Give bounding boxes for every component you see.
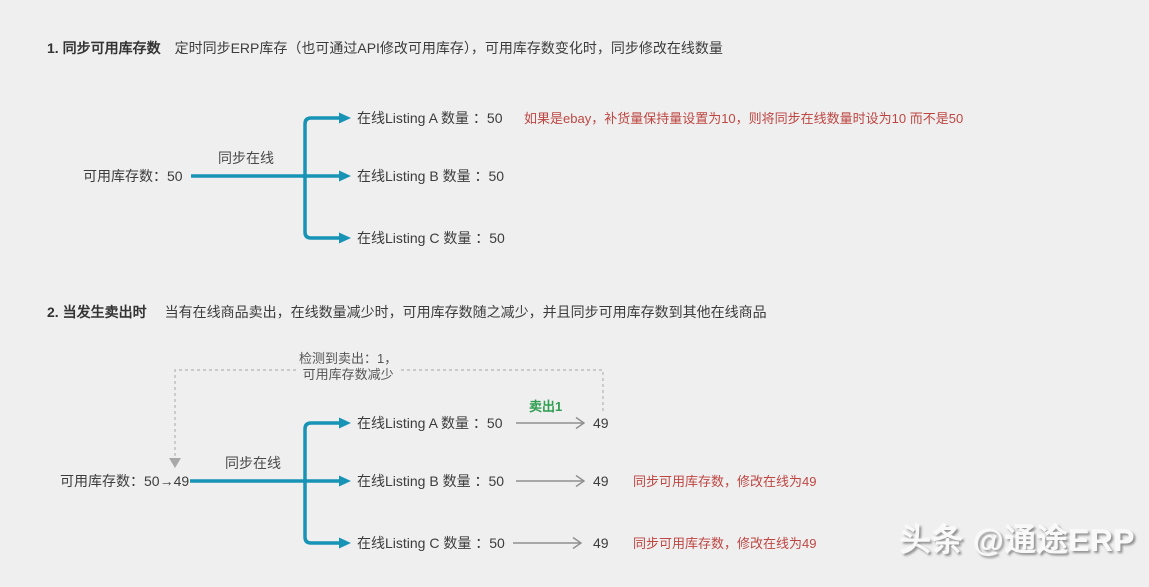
sync-online-label-2: 同步在线	[225, 455, 281, 471]
available-stock-node-2: 可用库存数：50→49	[60, 473, 190, 489]
sync-line-bottom-1	[303, 176, 339, 240]
detect-sold-note-line1: 检测到卖出：1，	[299, 351, 398, 366]
listing-b-sync-note: 同步可用库存数，修改在线为49	[633, 474, 817, 489]
listing-c-sync-note: 同步可用库存数，修改在线为49	[633, 536, 817, 551]
sync-line-top-1	[303, 116, 339, 176]
toutiao-watermark: 头条 @通途ERP	[900, 523, 1136, 558]
listing-a-node-2: 在线Listing A 数量 ：50	[357, 415, 503, 431]
listing-c-node-2: 在线Listing C 数量 ：50	[357, 535, 505, 551]
sync-line-top-2	[303, 421, 339, 481]
listing-c-result: 49	[593, 535, 609, 551]
sync-online-label-1: 同步在线	[218, 150, 274, 166]
sync-arrowheads-2	[339, 417, 351, 549]
available-stock-node-1: 可用库存数：50	[83, 168, 183, 184]
sold-arrow-a-head	[575, 416, 586, 430]
sync-arrow-b-head	[575, 474, 586, 488]
section1-heading-title: 1. 同步可用库存数	[47, 40, 161, 56]
sync-arrow-c-head	[572, 536, 583, 550]
listing-a-result: 49	[593, 415, 609, 431]
sold-1-label: 卖出1	[529, 399, 563, 414]
section1-heading: 1. 同步可用库存数 定时同步ERP库存（也可通过API修改可用库存），可用库存…	[47, 40, 723, 56]
sync-arrowheads-1	[339, 112, 351, 244]
arrowhead-b-2	[339, 475, 351, 487]
detect-sold-note: 检测到卖出：1， 可用库存数减少	[296, 351, 401, 383]
arrowhead-c-1	[339, 232, 351, 244]
listing-b-result: 49	[593, 473, 609, 489]
detect-sold-note-line2: 可用库存数减少	[302, 367, 394, 382]
result-arrows	[513, 416, 586, 550]
feedback-arrowhead	[169, 458, 181, 468]
section2-heading-title: 2. 当发生卖出时	[47, 304, 147, 320]
listing-b-node-2: 在线Listing B 数量 ：50	[357, 473, 505, 489]
section2-heading: 2. 当发生卖出时 当有在线商品卖出，在线数量减少时，可用库存数随之减少，并且同…	[47, 304, 767, 320]
arrowhead-a-1	[339, 112, 351, 124]
listing-b-node-1: 在线Listing B 数量 ：50	[357, 168, 505, 184]
listing-a-node-1: 在线Listing A 数量 ：50	[357, 110, 503, 126]
ebay-note: 如果是ebay，补货量保持量设置为10，则将同步在线数量时设为10 而不是50	[524, 111, 964, 126]
sync-line-bottom-2	[303, 481, 339, 545]
section1-heading-desc: 定时同步ERP库存（也可通过API修改可用库存），可用库存数变化时，同步修改在线…	[174, 40, 723, 56]
sync-tree-2	[190, 421, 339, 545]
arrowhead-c-2	[339, 537, 351, 549]
arrowhead-a-2	[339, 417, 351, 429]
arrowhead-b-1	[339, 170, 351, 182]
sync-tree-1	[191, 116, 339, 240]
listing-c-node-1: 在线Listing C 数量 ：50	[357, 230, 505, 246]
section2-heading-desc: 当有在线商品卖出，在线数量减少时，可用库存数随之减少，并且同步可用库存数到其他在…	[164, 304, 767, 320]
